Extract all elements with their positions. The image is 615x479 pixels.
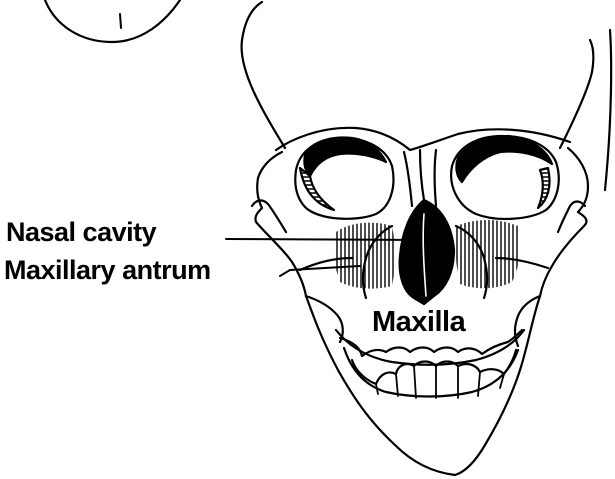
face-outline-left bbox=[255, 208, 306, 296]
maxillary-antrum-label: Maxillary antrum bbox=[4, 257, 211, 284]
cranium-outline-right bbox=[560, 40, 593, 148]
lower-jaw-right bbox=[455, 296, 540, 475]
cranium-outline bbox=[242, 2, 285, 148]
left-orbit-shadow bbox=[304, 138, 386, 176]
zygomatic-right bbox=[558, 202, 585, 233]
ramus-left bbox=[306, 296, 343, 342]
maxilla-label: Maxilla bbox=[372, 308, 465, 337]
nasal-bridge-right bbox=[435, 150, 437, 206]
left-orbit-hatch bbox=[300, 168, 334, 210]
zygomatic-left bbox=[252, 200, 286, 232]
right-orbit-hatch bbox=[538, 168, 550, 208]
face-outline-right bbox=[540, 212, 586, 296]
leader-nasal-cavity bbox=[226, 239, 420, 240]
secondary-skull-outline bbox=[45, 0, 180, 42]
secondary-skull-mark bbox=[120, 14, 121, 28]
cranium-outline-right-edge bbox=[605, 30, 611, 190]
nasal-bridge-left bbox=[404, 152, 412, 206]
nasal-cavity-label: Nasal cavity bbox=[6, 219, 156, 246]
nasal-bridge-center bbox=[420, 150, 424, 200]
nasal-cavity bbox=[400, 200, 454, 304]
antrum-left bbox=[334, 223, 395, 289]
